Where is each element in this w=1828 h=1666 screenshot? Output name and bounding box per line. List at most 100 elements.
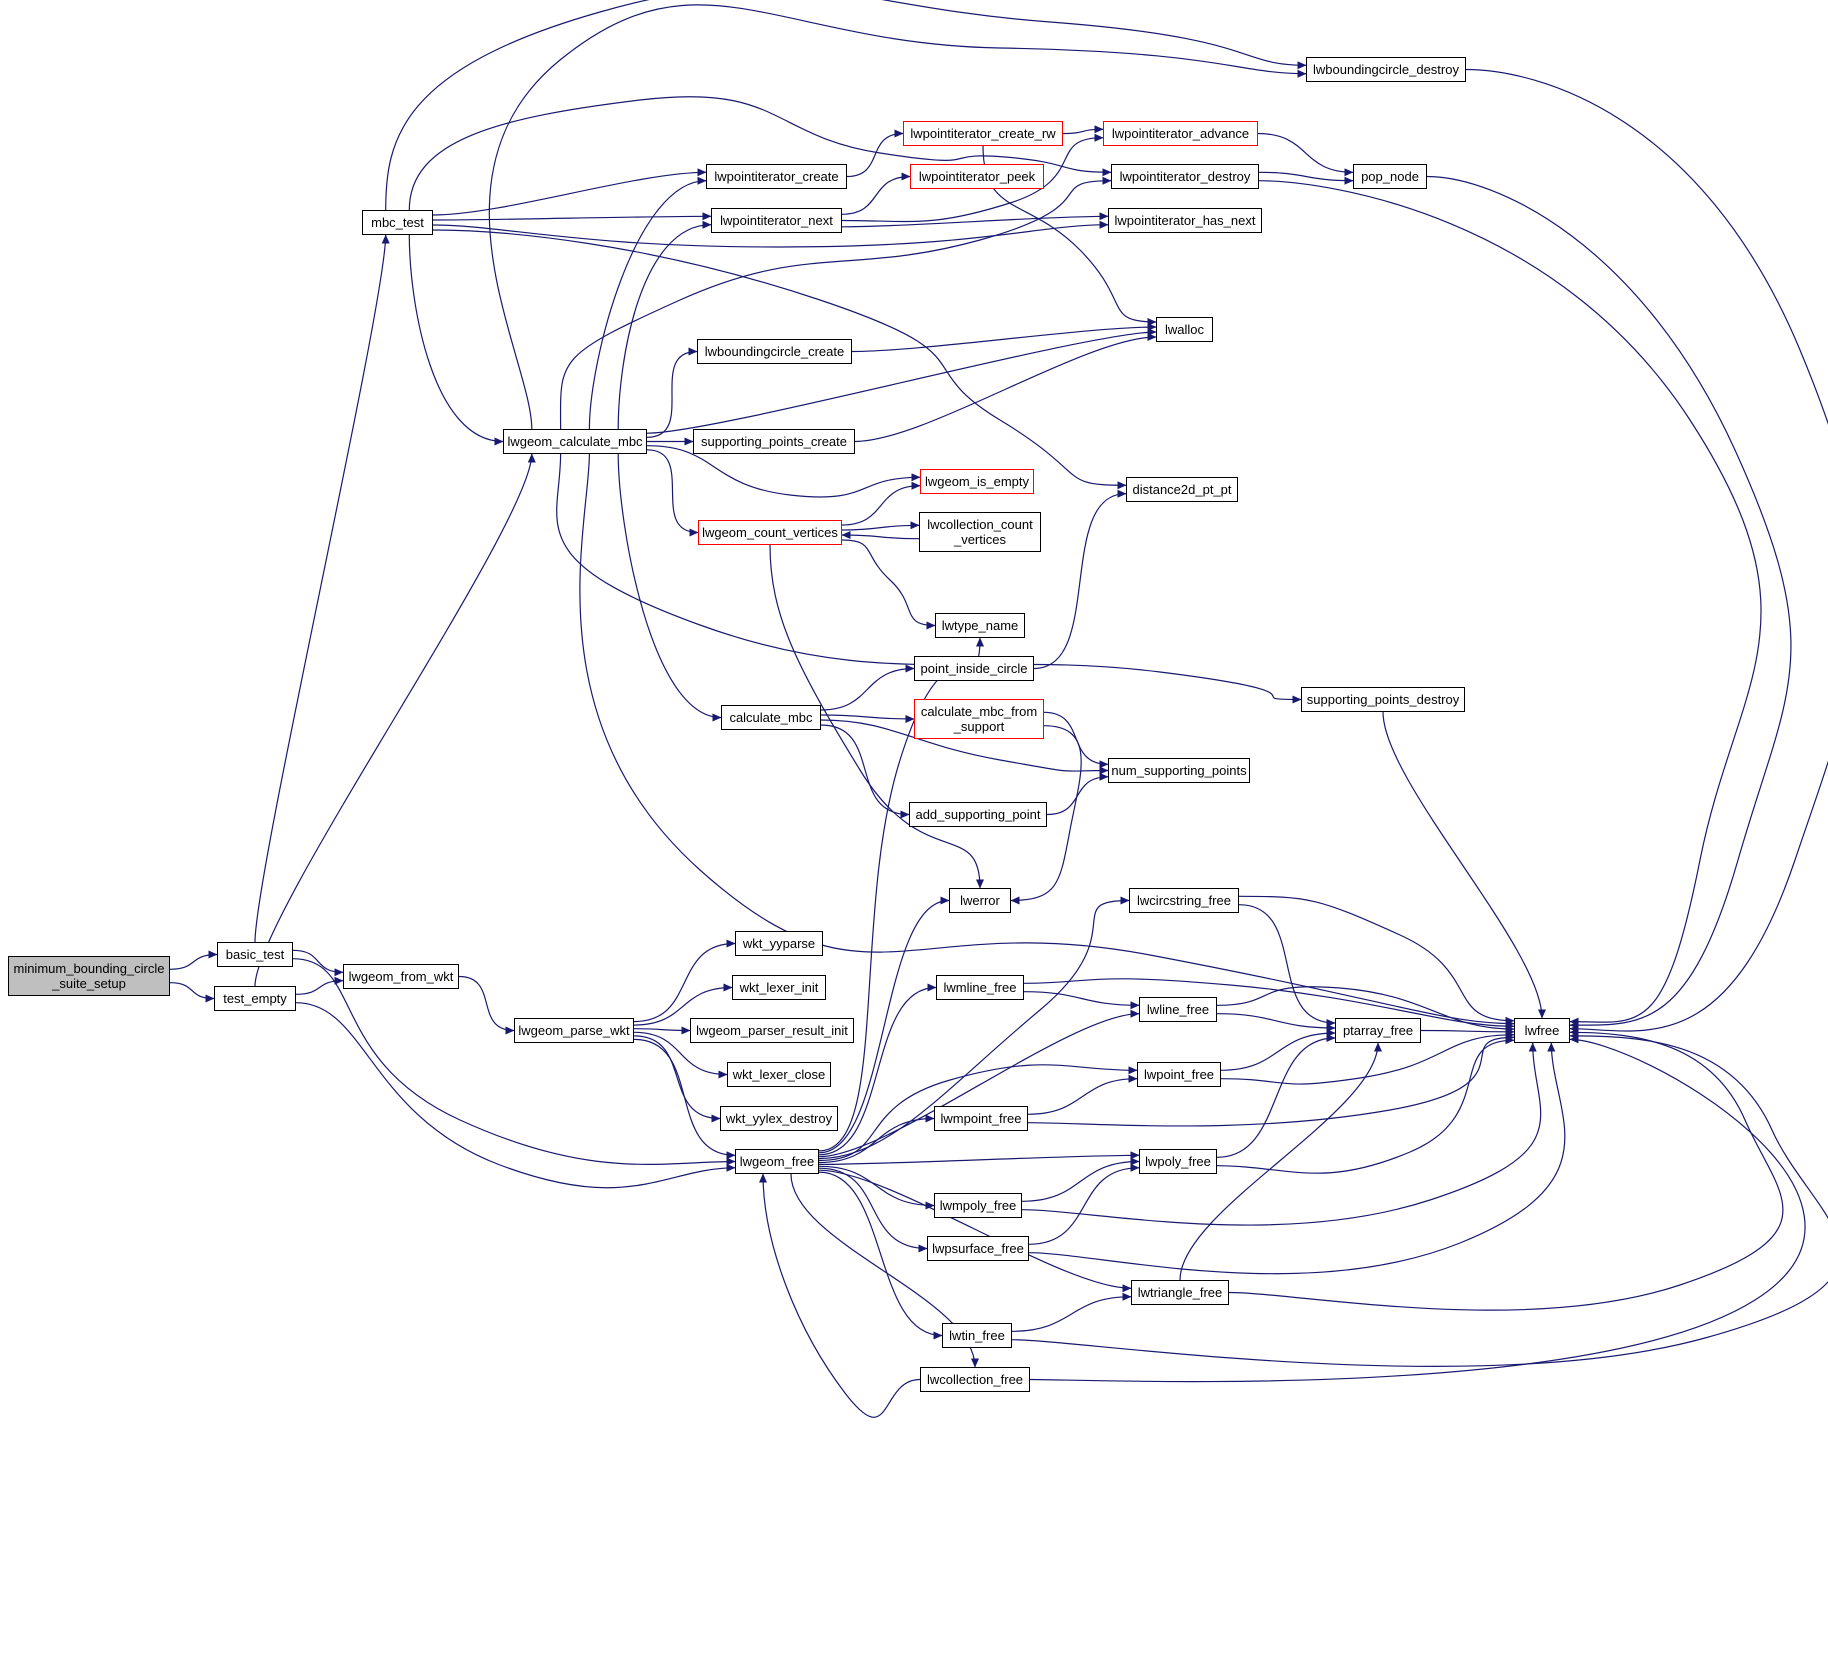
edge-lwgeom_parse_wkt--wkt_yylex_destroy (633, 1035, 721, 1123)
edge-lwmline_free--lwfree (1023, 978, 1515, 1031)
node-supporting_points_create[interactable]: supporting_points_create (693, 429, 855, 454)
edge-pop_node--lwfree (1426, 175, 1792, 1030)
node-lwtriangle_free[interactable]: lwtriangle_free (1131, 1280, 1229, 1305)
edge-lwpointiterator_destroy--lwfree (1258, 180, 1762, 1026)
edge-lwboundingcircle_create--lwalloc (851, 323, 1157, 353)
edge-lwmpoly_free--lwfree (1021, 1042, 1542, 1226)
edge-supporting_points_destroy--lwfree (1382, 711, 1546, 1019)
edge-point_inside_circle--distance2d_pt_pt (1033, 489, 1127, 670)
edge-mbc_test--lwpointiterator_next (432, 212, 712, 221)
edge-ptarray_free--lwfree (1420, 1027, 1515, 1036)
node-lwcollection_free[interactable]: lwcollection_free (920, 1367, 1030, 1392)
node-wkt_yyparse[interactable]: wkt_yyparse (735, 931, 823, 956)
edge-lwpointiterator_create--lwpointiterator_create_rw (846, 129, 904, 178)
edge-lwpointiterator_advance--pop_node (1257, 132, 1354, 177)
edge-lwcircstring_free--lwfree (1238, 895, 1515, 1025)
edge-lwcollection_count_vertices--lwgeom_count_vertices (841, 531, 920, 540)
edge-basic_test--lwgeom_free (292, 958, 736, 1166)
node-lwfree[interactable]: lwfree (1514, 1018, 1570, 1043)
node-test_empty[interactable]: test_empty (214, 986, 296, 1011)
edge-lwgeom_parse_wkt--lwgeom_parser_result_init (633, 1026, 691, 1035)
node-lwpointiterator_destroy[interactable]: lwpointiterator_destroy (1111, 164, 1259, 189)
edge-lwpointiterator_next--lwpointiterator_has_next (841, 212, 1109, 228)
node-lwgeom_parse_wkt[interactable]: lwgeom_parse_wkt (514, 1018, 634, 1043)
edge-lwgeom_free--lwpoly_free (818, 1151, 1140, 1165)
edge-lwgeom_count_vertices--lwcollection_count_vertices (841, 521, 920, 531)
edge-lwpointiterator_destroy--pop_node (1258, 171, 1354, 185)
edge-lwpoly_free--lwfree (1216, 1036, 1515, 1174)
node-lwgeom_count_vertices[interactable]: lwgeom_count_vertices (698, 520, 842, 545)
node-lwgeom_is_empty[interactable]: lwgeom_is_empty (920, 469, 1034, 494)
node-calculate_mbc[interactable]: calculate_mbc (721, 705, 821, 730)
node-basic_test[interactable]: basic_test (217, 942, 293, 967)
node-ptarray_free[interactable]: ptarray_free (1335, 1018, 1421, 1043)
node-lwtype_name[interactable]: lwtype_name (935, 613, 1025, 638)
edge-lwpsurface_free--lwfree (1028, 1042, 1566, 1275)
node-lwgeom_from_wkt[interactable]: lwgeom_from_wkt (343, 964, 459, 989)
node-lwcircstring_free[interactable]: lwcircstring_free (1129, 888, 1239, 913)
edge-lwgeom_calculate_mbc--calculate_mbc (617, 453, 722, 722)
node-lwpointiterator_create_rw[interactable]: lwpointiterator_create_rw (903, 121, 1063, 146)
node-supporting_points_destroy[interactable]: supporting_points_destroy (1301, 687, 1465, 712)
node-lwmpoly_free[interactable]: lwmpoly_free (934, 1193, 1022, 1218)
node-lwmline_free[interactable]: lwmline_free (936, 975, 1024, 1000)
node-wkt_lexer_close[interactable]: wkt_lexer_close (727, 1062, 831, 1087)
node-wkt_lexer_init[interactable]: wkt_lexer_init (732, 975, 826, 1000)
edge-lwpoly_free--ptarray_free (1216, 1034, 1336, 1158)
node-mbc_test[interactable]: mbc_test (362, 210, 433, 235)
edge-lwgeom_calculate_mbc--lwgeom_count_vertices (646, 449, 699, 537)
node-minimum_bounding_circle_suite_setup[interactable]: minimum_bounding_circle _suite_setup (8, 956, 170, 996)
node-lwgeom_calculate_mbc[interactable]: lwgeom_calculate_mbc (503, 429, 647, 454)
edge-lwcollection_free--lwfree (1029, 1035, 1806, 1383)
node-lwpointiterator_advance[interactable]: lwpointiterator_advance (1103, 121, 1258, 146)
node-calculate_mbc_from_support[interactable]: calculate_mbc_from _support (914, 699, 1044, 739)
node-lwpointiterator_peek[interactable]: lwpointiterator_peek (910, 164, 1044, 189)
edge-minimum_bounding_circle_suite_setup--test_empty (169, 982, 215, 1003)
edge-lwgeom_count_vertices--lwtype_name (841, 539, 936, 630)
node-lwgeom_free[interactable]: lwgeom_free (735, 1149, 819, 1174)
node-add_supporting_point[interactable]: add_supporting_point (909, 802, 1047, 827)
edge-lwgeom_calculate_mbc--lwpointiterator_create (588, 176, 707, 430)
node-lwline_free[interactable]: lwline_free (1139, 997, 1217, 1022)
edge-lwpointiterator_create_rw--lwpointiterator_advance (1062, 125, 1104, 135)
node-lwpoly_free[interactable]: lwpoly_free (1139, 1149, 1217, 1174)
node-lwboundingcircle_create[interactable]: lwboundingcircle_create (697, 339, 852, 364)
edge-lwgeom_count_vertices--lwgeom_is_empty (841, 481, 921, 526)
edge-lwgeom_free--lwtin_free (818, 1171, 943, 1340)
edge-calculate_mbc--calculate_mbc_from_support (820, 714, 915, 723)
node-lwpointiterator_next[interactable]: lwpointiterator_next (711, 208, 842, 233)
node-lwtin_free[interactable]: lwtin_free (942, 1323, 1012, 1348)
edge-mbc_test--lwgeom_calculate_mbc (408, 234, 504, 446)
edge-mbc_test--lwpointiterator_destroy (408, 96, 1112, 211)
node-num_supporting_points[interactable]: num_supporting_points (1108, 758, 1250, 783)
edge-lwgeom_parse_wkt--wkt_yyparse (633, 939, 736, 1023)
edge-lwcollection_free--lwgeom_free (759, 1173, 921, 1418)
edge-basic_test--mbc_test (254, 234, 390, 943)
node-wkt_yylex_destroy[interactable]: wkt_yylex_destroy (720, 1106, 838, 1131)
node-lwpointiterator_has_next[interactable]: lwpointiterator_has_next (1108, 208, 1262, 233)
edge-lwtin_free--lwtriangle_free (1011, 1292, 1132, 1332)
node-lwcollection_count_vertices[interactable]: lwcollection_count _vertices (919, 512, 1041, 552)
node-point_inside_circle[interactable]: point_inside_circle (914, 656, 1034, 681)
edge-basic_test--lwgeom_from_wkt (292, 949, 344, 977)
node-lwpointiterator_create[interactable]: lwpointiterator_create (706, 164, 847, 189)
node-lwpsurface_free[interactable]: lwpsurface_free (927, 1236, 1029, 1261)
node-lwmpoint_free[interactable]: lwmpoint_free (934, 1106, 1028, 1131)
edge-supporting_points_create--lwalloc (854, 333, 1157, 443)
edge-lwgeom_free--lwline_free (818, 1009, 1140, 1158)
edge-minimum_bounding_circle_suite_setup--basic_test (169, 950, 218, 970)
node-distance2d_pt_pt[interactable]: distance2d_pt_pt (1126, 477, 1238, 502)
node-lwalloc[interactable]: lwalloc (1156, 317, 1213, 342)
edge-lwgeom_parse_wkt--lwgeom_free (633, 1038, 736, 1160)
node-lwgeom_parser_result_init[interactable]: lwgeom_parser_result_init (690, 1018, 854, 1043)
node-lwpoint_free[interactable]: lwpoint_free (1137, 1062, 1221, 1087)
node-lwboundingcircle_destroy[interactable]: lwboundingcircle_destroy (1306, 57, 1466, 82)
node-lwerror[interactable]: lwerror (949, 888, 1011, 913)
edge-calculate_mbc_from_support--num_supporting_points (1043, 711, 1109, 769)
edge-lwgeom_from_wkt--lwgeom_parse_wkt (458, 975, 515, 1035)
edge-lwline_free--ptarray_free (1216, 1013, 1336, 1032)
node-pop_node[interactable]: pop_node (1353, 164, 1427, 189)
edge-mbc_test--lwpointiterator_create (432, 168, 707, 216)
